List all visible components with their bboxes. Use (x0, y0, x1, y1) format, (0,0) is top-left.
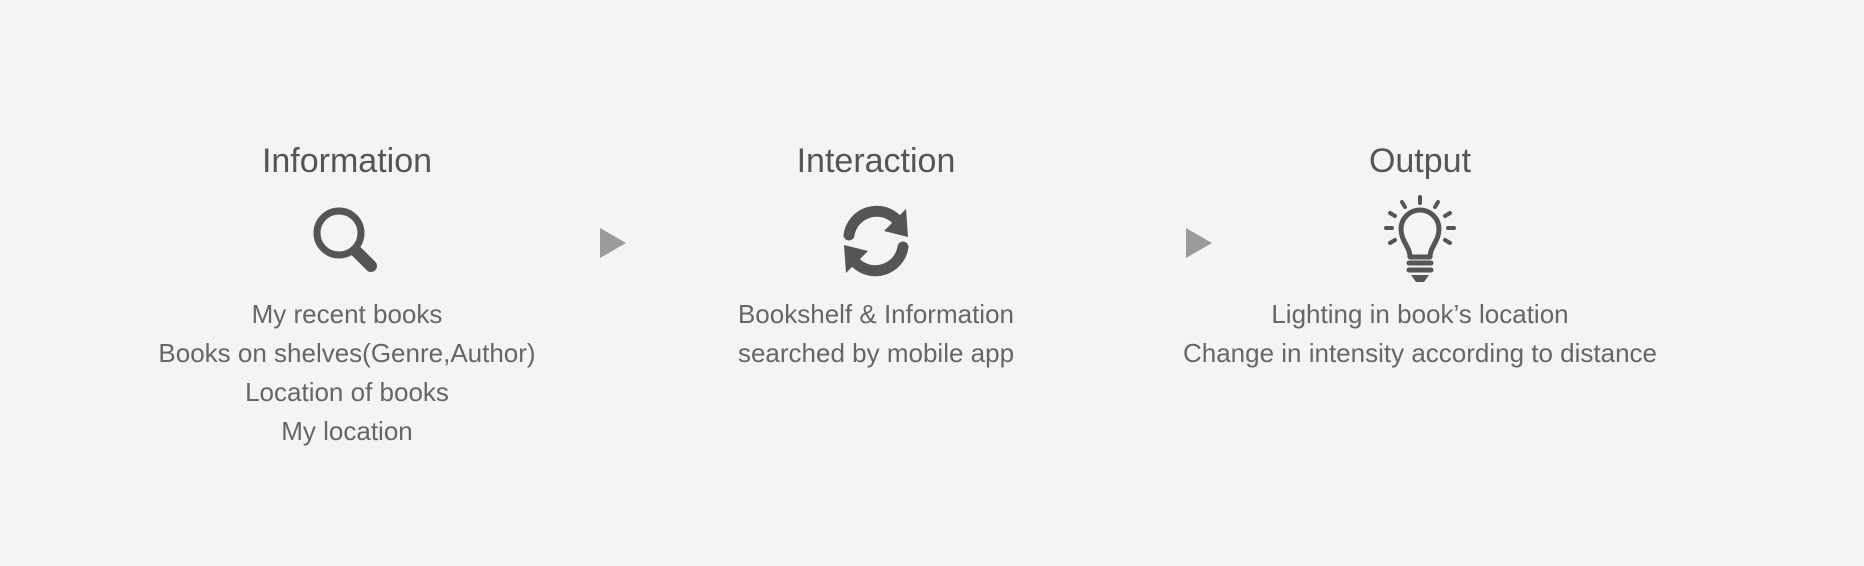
stage-line: My location (281, 416, 413, 446)
stage-information: Information My recent books Books on she… (107, 136, 587, 451)
stage-interaction: Interaction Bookshelf & Information sear… (636, 136, 1116, 373)
flow-arrow-icon (600, 228, 626, 258)
stage-line: searched by mobile app (737, 338, 1015, 368)
stage-output: Output Lighting in bo (1120, 136, 1720, 373)
stage-line: Books on shelves(Genre,Author) (158, 338, 536, 368)
stage-title: Output (1368, 142, 1472, 180)
stage-title: Interaction (796, 142, 956, 180)
search-icon (107, 196, 587, 286)
stage-lines: Bookshelf & Information searched by mobi… (636, 295, 1116, 373)
lightbulb-icon (1120, 195, 1720, 286)
refresh-icon (636, 196, 1116, 286)
flow-arrow-icon (1186, 228, 1212, 258)
stage-line: Lighting in book’s location (1271, 299, 1569, 329)
stage-line: Location of books (245, 377, 449, 407)
stage-line: My recent books (251, 299, 443, 329)
stage-line: Change in intensity according to distanc… (1182, 338, 1658, 368)
stage-title: Information (261, 142, 433, 180)
stage-lines: Lighting in book’s location Change in in… (1120, 295, 1720, 373)
stage-lines: My recent books Books on shelves(Genre,A… (107, 295, 587, 451)
stage-line: Bookshelf & Information (737, 299, 1015, 329)
